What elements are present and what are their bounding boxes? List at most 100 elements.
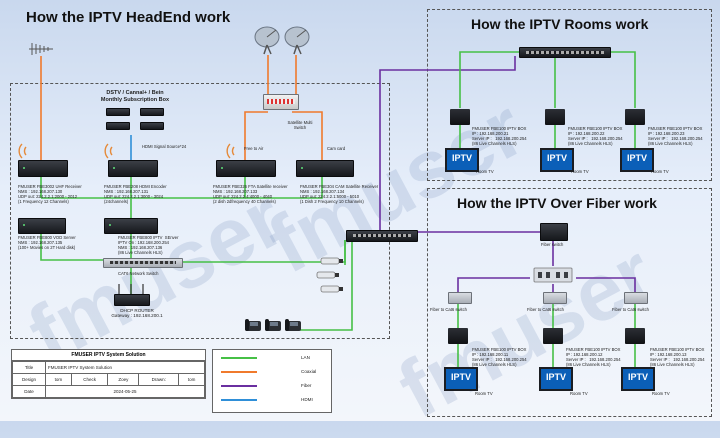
dhcp-router: [114, 294, 150, 306]
fiber-to-cat6-switch: [448, 292, 472, 304]
connection-lines: [40, 51, 636, 368]
title-label: Title: [12, 361, 46, 374]
rooms-tv: IPTV: [540, 148, 574, 172]
fta-receiver-label: FMUSER FBE326 FTA Satellite receiver NMS…: [213, 184, 288, 204]
fiber-iptv-box: [448, 328, 468, 344]
design-label: Design: [12, 373, 46, 386]
legend-line-hdmi: [221, 399, 257, 401]
fiber-title: How the IPTV Over Fiber work: [457, 195, 657, 211]
room-tv-label: Room TV: [571, 169, 589, 174]
subscription-box: [140, 108, 164, 116]
title-block-heading: FMUSER IPTV System Solution: [12, 350, 205, 361]
rooms-iptv-box: [450, 109, 470, 125]
legend-line-coaxial: [221, 371, 257, 373]
fiber-box1-label: FMUSER FBE100 IPTV BOX IP : 192.168.200.…: [472, 347, 527, 367]
wifi-signal-icon: [226, 143, 235, 159]
uhf-receiver-label: FMUSER FBE3002 UHF Receiver NMS : 192.16…: [18, 184, 82, 204]
legend-line-fiber: [221, 385, 257, 387]
legend-label-coaxial: Coaxial: [301, 369, 317, 374]
check-label: Check: [70, 373, 109, 386]
hdmi-encoder-label: FMUSER FBE208 HDMI Encoder NMS : 192.168…: [104, 184, 167, 204]
fiber-iptv-box: [543, 328, 563, 344]
check-value: Zoey: [107, 373, 140, 386]
fiber-tv: IPTV: [539, 367, 573, 391]
uhf-receiver: [18, 160, 68, 177]
ip-phone-icon: [285, 319, 301, 331]
satellite-dish-icon: [284, 26, 310, 55]
fiber-box2-label: FMUSER FBE100 IPTV BOX IP : 192.168.200.…: [566, 347, 621, 367]
cam-card-label: Cam card: [327, 146, 346, 151]
ip-phone-icon: [245, 319, 261, 331]
f2c-label: Fiber to Cat6 switch: [527, 307, 565, 312]
rooms-tv: IPTV: [620, 148, 654, 172]
room-tv-label: Room TV: [475, 391, 493, 396]
room-tv-label: Room TV: [476, 169, 494, 174]
fta-satellite-receiver: [216, 160, 276, 177]
vod-server-label: FMUSER FBE800 VOD Server NMS : 192.168.2…: [18, 235, 76, 250]
rooms-box1-label: FMUSER FBE100 IPTV BOX IP : 192.168.200.…: [472, 126, 527, 146]
iptv-server-label: FMUSER FBE800 IPTV SEnver IPTV On : 192.…: [118, 235, 179, 255]
headend-section: [10, 83, 390, 339]
title-block: FMUSER IPTV System Solution Title FMUSER…: [11, 349, 206, 399]
rooms-section: [427, 9, 712, 181]
tv-label: IPTV: [626, 153, 647, 163]
legend-line-lan: [221, 357, 257, 359]
vod-server: [18, 218, 66, 234]
drawn-label: Drawn:: [138, 373, 180, 386]
room-tv-label: Room TV: [651, 169, 669, 174]
iptv-server: [104, 218, 158, 234]
room-tv-label: Room TV: [652, 391, 670, 396]
rooms-box2-label: FMUSER FBE100 IPTV BOX IP : 192.168.200.…: [568, 126, 623, 146]
fiber-to-cat6-switch: [624, 292, 648, 304]
tv-label: IPTV: [545, 372, 566, 382]
fiber-switch-label: Fiber switch: [541, 242, 564, 247]
title-block-table: Title FMUSER IPTV System Solution Design…: [12, 361, 205, 398]
legend-label-fiber: Fiber: [301, 383, 312, 388]
date-label: Date: [12, 385, 46, 398]
sat-switch-label: Satellite Multi Switch: [287, 120, 313, 130]
fiber-tv: IPTV: [444, 367, 478, 391]
fiber-splitter-icon: [533, 267, 573, 283]
rooms-iptv-box: [625, 109, 645, 125]
ip-camera-icon: [320, 285, 343, 293]
subscription-box: [140, 122, 164, 130]
title-value: FMUSER IPTV System Solution: [45, 361, 205, 374]
cat6-switch-label: CAT6 Network Switch: [118, 271, 159, 276]
tv-label: IPTV: [546, 153, 567, 163]
f2c-label: Fiber to Cat6 switch: [430, 307, 468, 312]
tv-label: IPTV: [627, 372, 648, 382]
hdmi-encoder: [108, 160, 158, 177]
satellite-dish-icon: [254, 26, 280, 55]
wifi-signal-icon: [104, 143, 113, 159]
tv-label: IPTV: [450, 372, 471, 382]
antenna-icon: [29, 43, 53, 55]
design-value: tom: [45, 373, 72, 386]
rooms-switch: [519, 47, 611, 58]
fiber-iptv-box: [625, 328, 645, 344]
cam-receiver-label: FMUSER FBE304 CAM Satellite Receiver NMS…: [300, 184, 379, 204]
ip-phone-icon: [265, 319, 281, 331]
rooms-box3-label: FMUSER FBE100 IPTV BOX IP : 192.168.200.…: [648, 126, 703, 146]
hdmi-signal-label: HDMI Signal Source*24: [142, 144, 187, 149]
free-to-air-label: Free to Air: [244, 146, 264, 151]
tv-label: IPTV: [451, 153, 472, 163]
wifi-signal-icon: [18, 143, 27, 159]
rooms-tv: IPTV: [445, 148, 479, 172]
cat6-network-switch: [103, 258, 183, 268]
router-antenna-icon: [118, 284, 144, 294]
date-value: 2024-05-25: [45, 385, 205, 398]
satellite-multi-switch: [263, 94, 299, 110]
ip-camera-icon: [320, 257, 343, 265]
ip-camera-icon: [316, 271, 339, 279]
fiber-switch: [540, 223, 568, 241]
fiber-tv: IPTV: [621, 367, 655, 391]
subscription-box: [106, 108, 130, 116]
legend-label-hdmi: HDMI: [301, 397, 313, 402]
rooms-iptv-box: [545, 109, 565, 125]
rooms-title: How the IPTV Rooms work: [471, 16, 649, 32]
subscription-label: DSTV / Cannal+ / Bein Monthly Subscripti…: [100, 90, 170, 103]
core-network-switch: [346, 230, 418, 242]
f2c-label: Fiber to Cat6 switch: [612, 307, 650, 312]
subscription-box: [106, 122, 130, 130]
drawn-value: tom: [178, 373, 205, 386]
